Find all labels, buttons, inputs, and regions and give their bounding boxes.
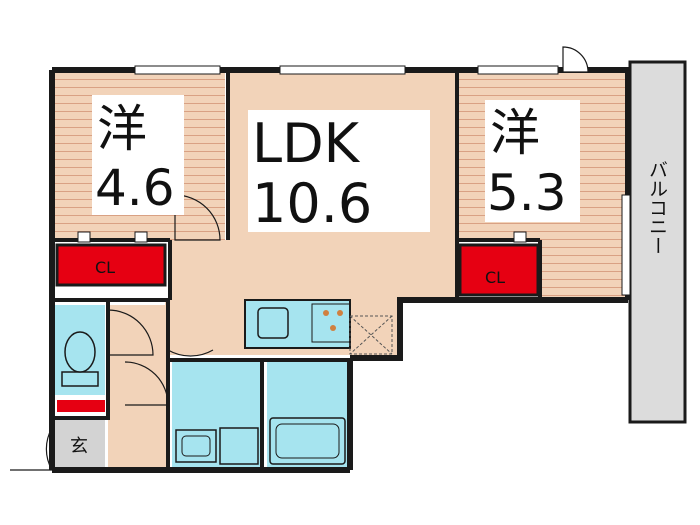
ldk-label-box	[248, 110, 430, 232]
western-right-kanji: 洋	[490, 104, 540, 162]
closet-left	[55, 243, 167, 287]
washbasin-bowl	[181, 435, 211, 457]
ldk-name: LDK	[252, 112, 361, 175]
western-room-right-floor-lower	[540, 240, 627, 298]
western-right-size: 5.3	[487, 164, 567, 222]
washing-machine-space	[219, 427, 259, 465]
hall-floor-upper	[165, 300, 240, 355]
burner-3	[330, 325, 336, 331]
fridge-cross-2	[349, 315, 393, 355]
hall-floor	[108, 305, 170, 470]
balcony-label: バルコニー	[646, 160, 668, 255]
closet-right-label: CL	[485, 268, 505, 287]
closet-markers	[77, 231, 527, 243]
washbasin	[175, 429, 217, 463]
windows	[134, 65, 631, 296]
bathtub	[269, 417, 346, 465]
entrance-floor	[55, 420, 105, 470]
fridge-cross-1	[349, 315, 393, 355]
kitchen-counter	[244, 299, 351, 349]
closet-left-label: CL	[95, 258, 115, 277]
bathtub-inner	[275, 423, 340, 459]
western-left-size: 4.6	[95, 159, 175, 217]
western-left-kanji: 洋	[97, 100, 147, 158]
doors	[10, 46, 589, 471]
burner-2	[337, 310, 343, 316]
balcony-floor	[628, 60, 687, 424]
kitchen-sink	[257, 307, 289, 339]
refrigerator-space	[349, 315, 393, 355]
burner-1	[323, 310, 329, 316]
western-right-label-box	[485, 100, 580, 222]
ldk-size: 10.6	[252, 172, 372, 235]
western-left-label-box	[92, 95, 184, 215]
storage-strip	[57, 400, 105, 412]
entrance-label: 玄	[70, 436, 88, 457]
bathroom-floor	[267, 362, 347, 467]
toilet-bowl	[64, 331, 96, 373]
toilet-tank	[61, 371, 99, 387]
